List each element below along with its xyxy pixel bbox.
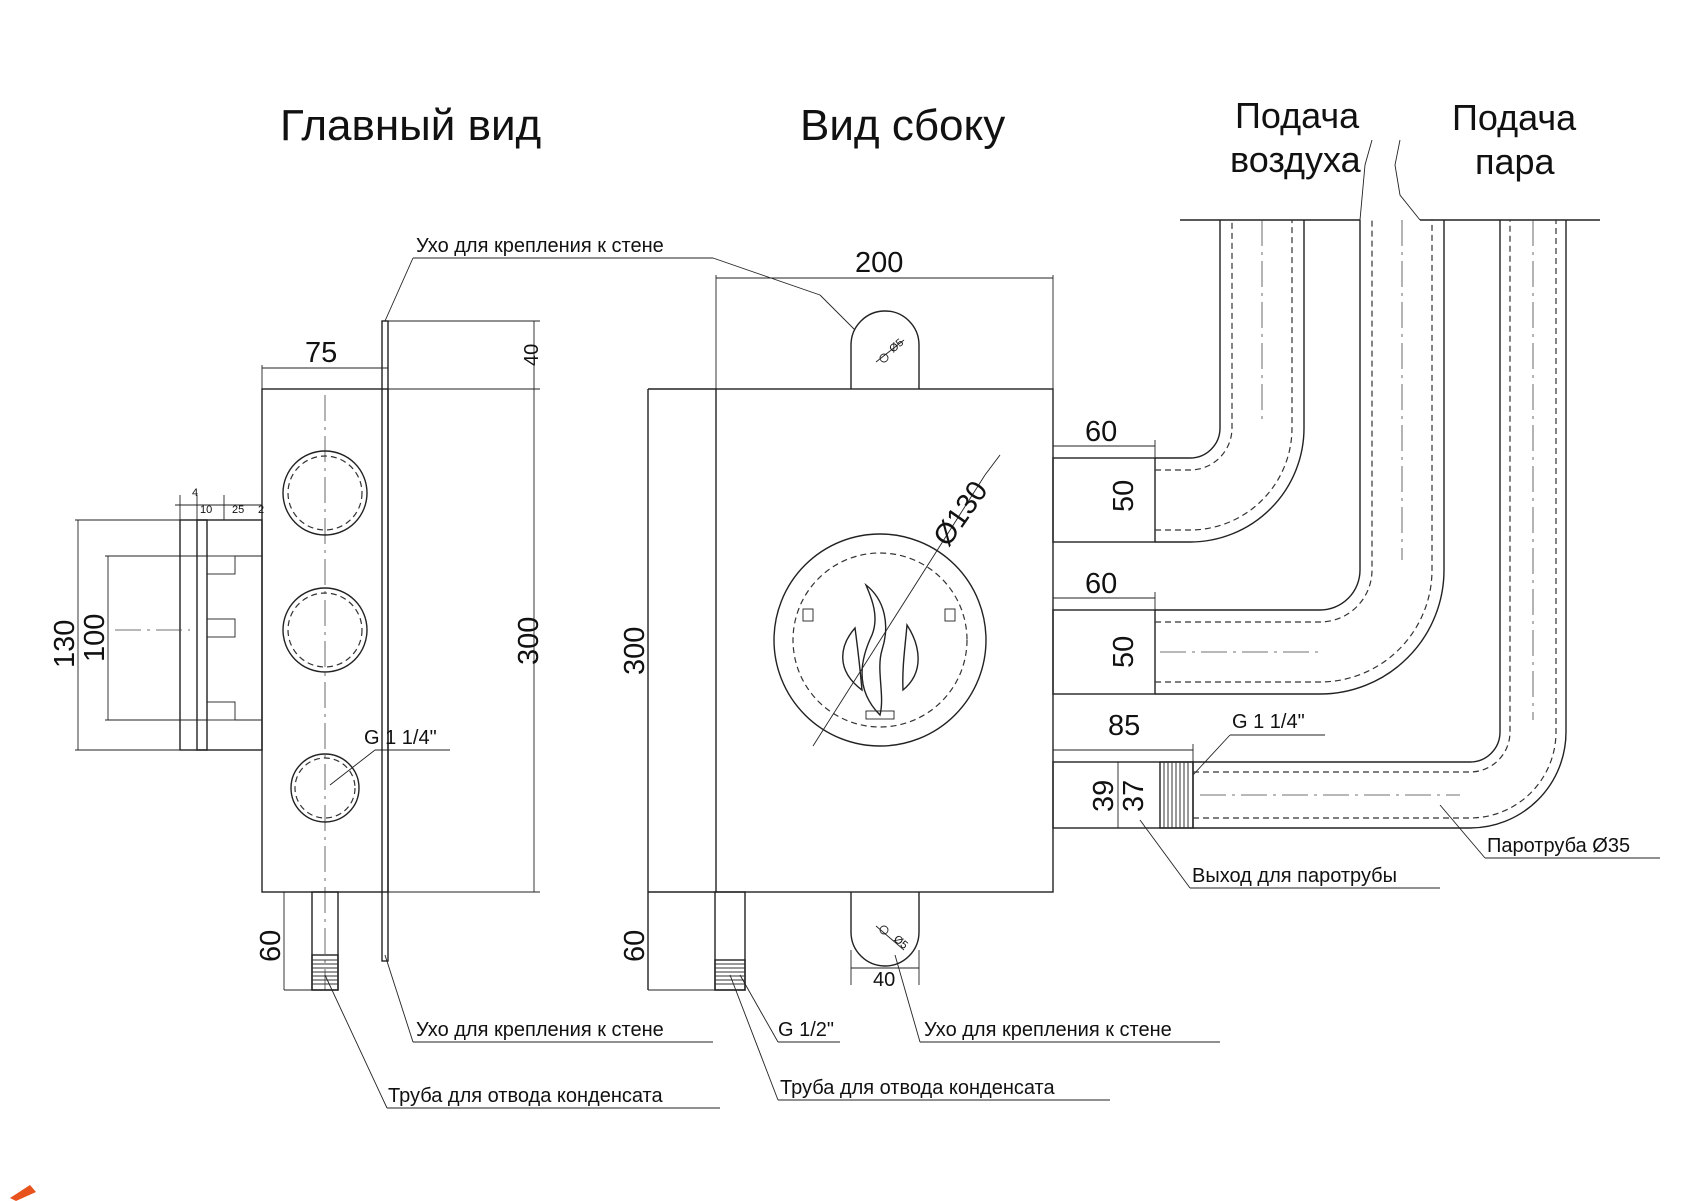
side-port1-length: 60 [1085, 416, 1117, 448]
side-port1-dia: 50 [1108, 480, 1140, 512]
steam-outlet-label: Выход для паротрубы [1192, 865, 1397, 887]
side-dim-ear-width: 40 [873, 969, 895, 991]
front-thread-label: G 1 1/4" [364, 727, 437, 749]
front-dim-outer: 130 [49, 620, 81, 668]
side-ear-top-hole: Ø5 [887, 337, 906, 356]
side-port3-length: 85 [1108, 710, 1140, 742]
front-pipe-thread [311, 954, 339, 991]
side-dim-width: 200 [855, 247, 903, 279]
steam-supply-title-line1: Подача [1452, 97, 1577, 138]
side-thread-top-label: G 1 1/4" [1232, 711, 1305, 733]
side-port3-d1: 39 [1088, 780, 1120, 812]
main-view-title: Главный вид [280, 101, 541, 150]
air-supply-title-line1: Подача [1235, 95, 1360, 136]
flame-icon [861, 582, 887, 717]
side-ear-bottom-hole: Ø5 [891, 933, 910, 952]
side-port2-length: 60 [1085, 568, 1117, 600]
front-dim-width: 75 [305, 337, 337, 369]
side-port3-thread [1159, 761, 1194, 829]
front-condensate-label: Труба для отвода конденсата [388, 1085, 663, 1107]
steam-pipe-label: Паротруба Ø35 [1487, 835, 1630, 857]
side-view: 300 200 Ø5 Ø5 40 Ухо для крепления к сте… [619, 247, 1440, 1101]
front-dim-ear-height: 40 [521, 344, 543, 366]
side-dim-height: 300 [619, 627, 651, 675]
side-ear-bottom-label: Ухо для крепления к стене [924, 1019, 1172, 1041]
front-dim-bottom-pipe: 60 [255, 930, 287, 962]
corner-logo-mark [10, 1185, 36, 1201]
steam-supply-title-line2: пара [1475, 141, 1556, 182]
front-view: 40 300 75 G 1 1/4" 60 [49, 235, 720, 1109]
front-dim-height: 300 [513, 617, 545, 665]
side-thread-bottom-label: G 1/2" [778, 1019, 834, 1041]
front-dim-small-b: 10 [200, 504, 212, 516]
side-dim-diameter: Ø130 [928, 476, 995, 552]
pipes: Паротруба Ø35 [1155, 139, 1660, 859]
front-dim-small-c: 25 [232, 504, 244, 516]
front-dim-small-a: 4 [192, 487, 198, 499]
front-ear-plate [381, 320, 389, 962]
front-ear-top-label: Ухо для крепления к стене [416, 235, 664, 257]
side-view-title: Вид сбоку [800, 101, 1005, 150]
side-dim-bottom-pipe: 60 [619, 930, 651, 962]
front-dim-small-d: 2 [258, 504, 264, 516]
air-supply-title-line2: воздуха [1230, 139, 1362, 180]
front-ear-bottom-label: Ухо для крепления к стене [416, 1019, 664, 1041]
side-port2-dia: 50 [1108, 636, 1140, 668]
side-condensate-label: Труба для отвода конденсата [780, 1077, 1055, 1099]
front-dim-inner: 100 [79, 614, 111, 662]
side-port3-d2: 37 [1118, 780, 1150, 812]
